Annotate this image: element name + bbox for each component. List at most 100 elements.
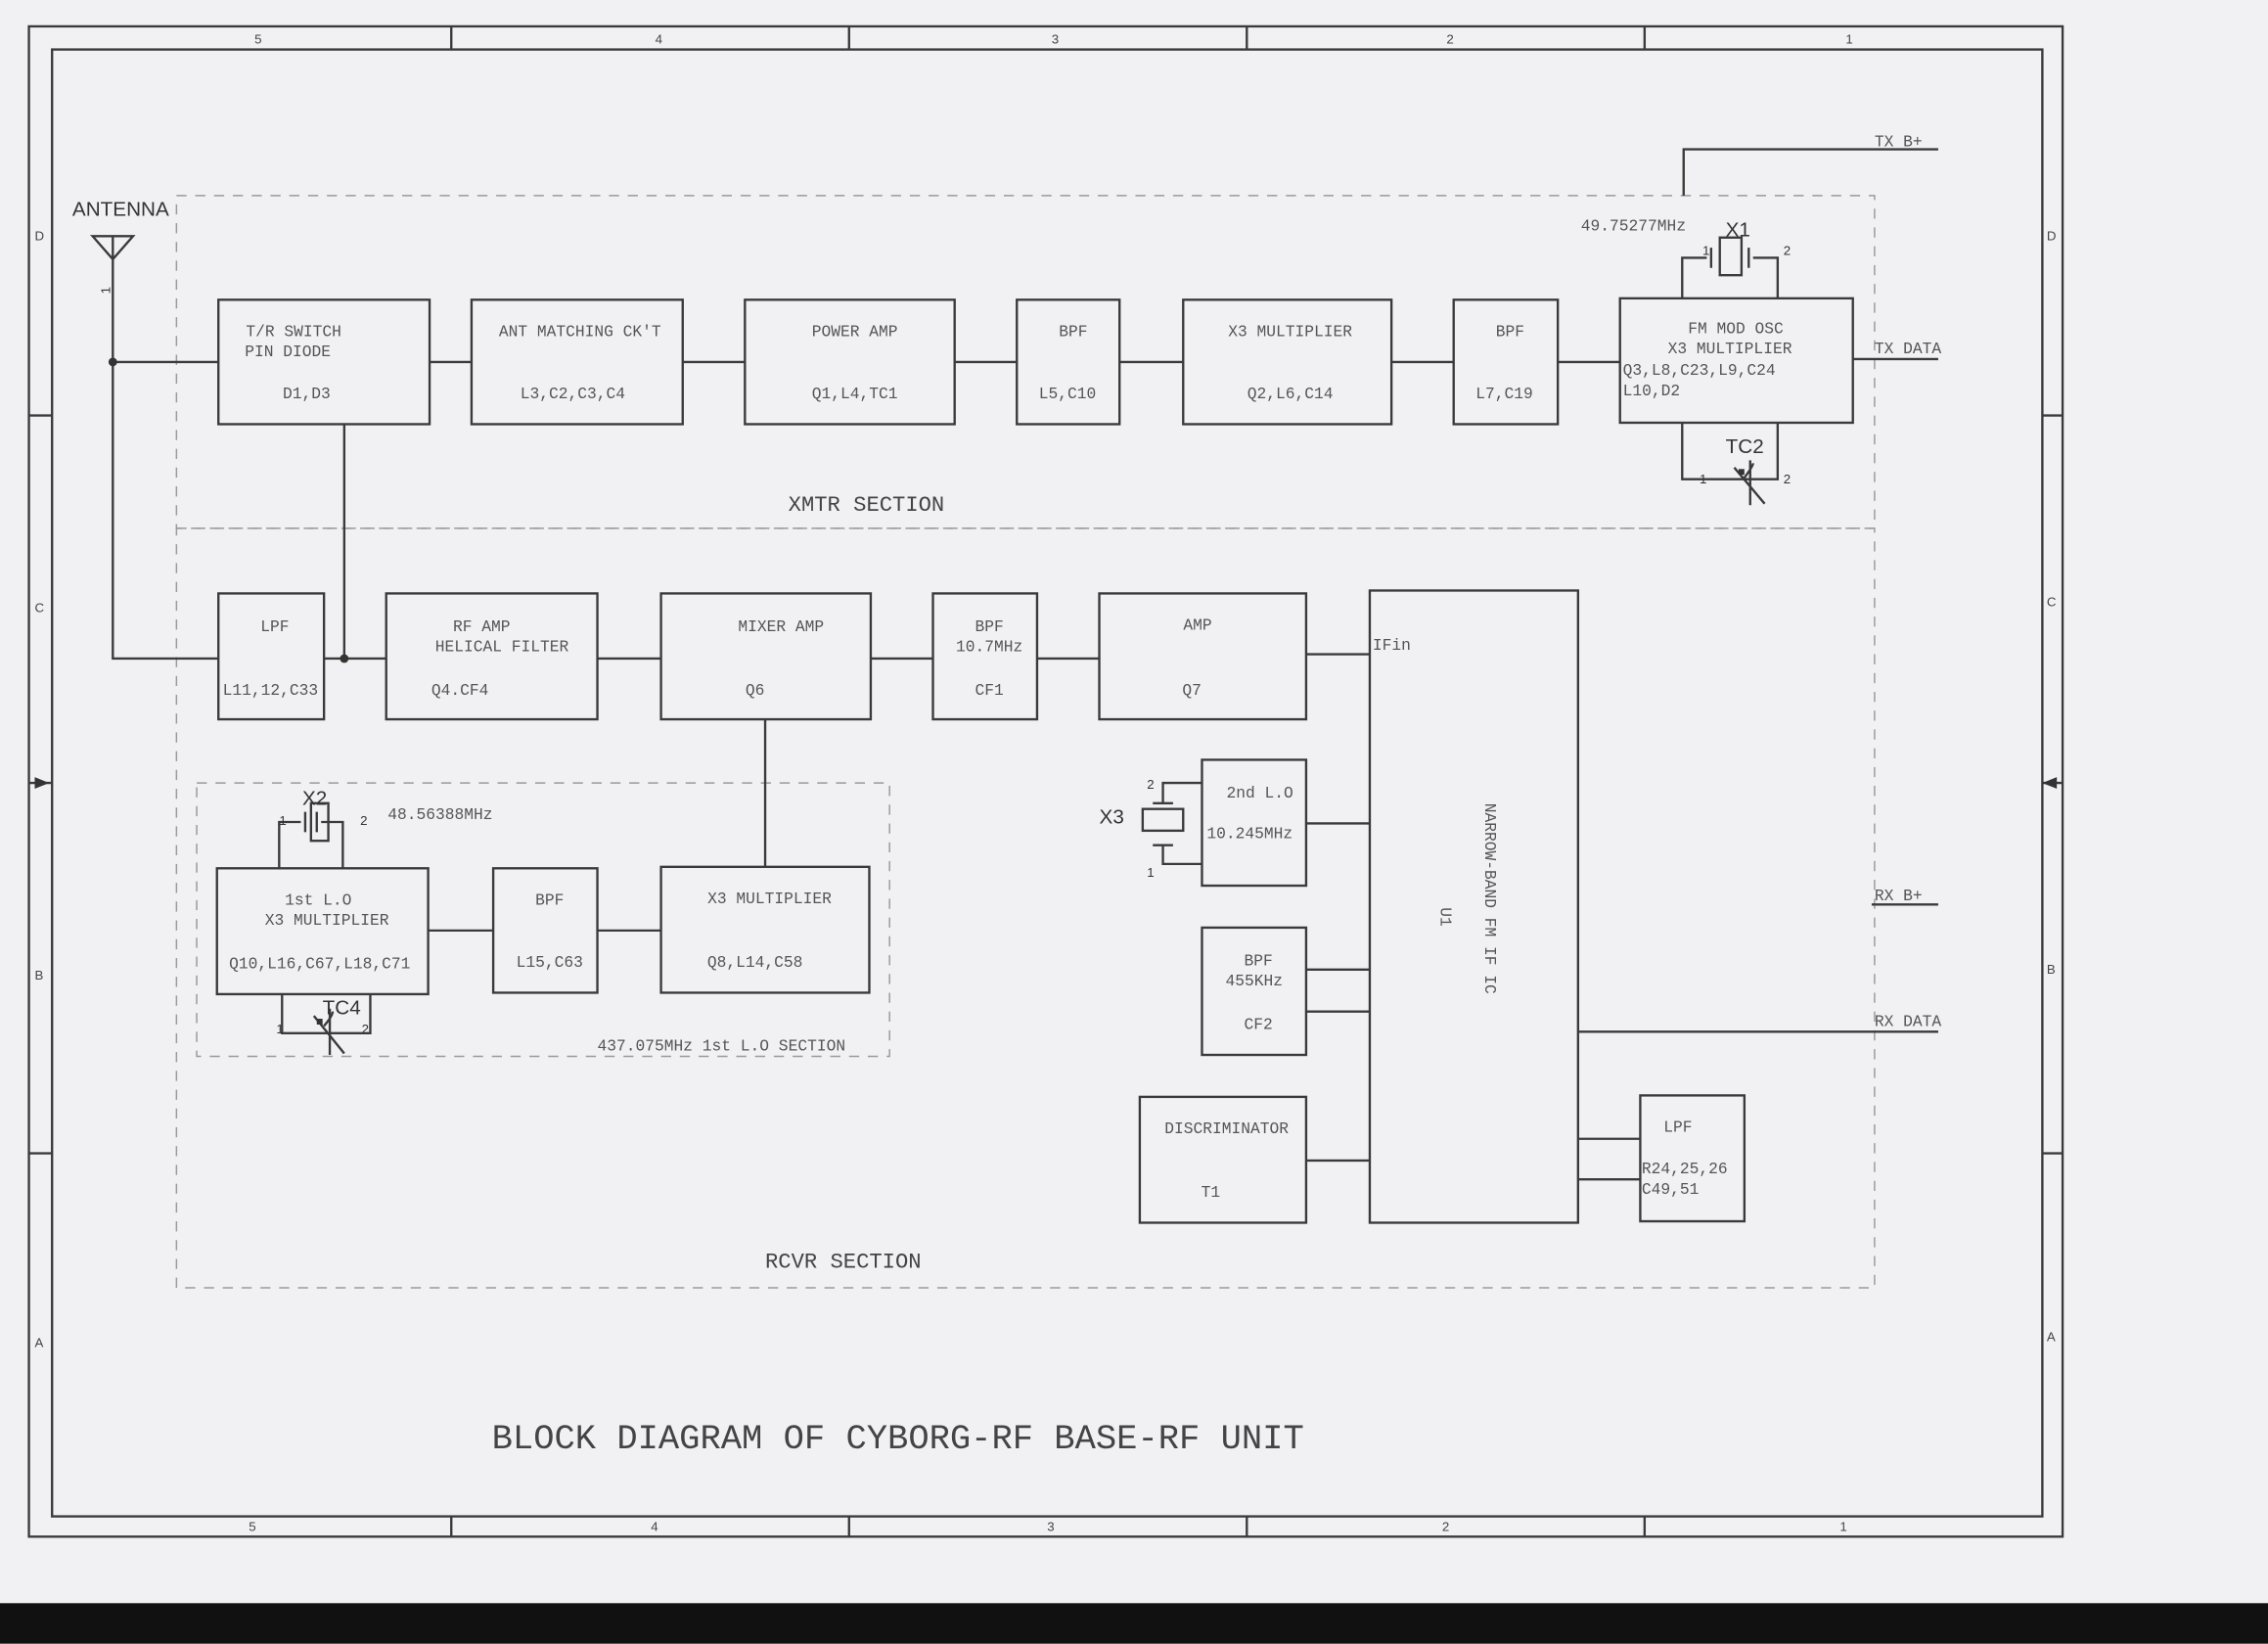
block-label: L15,C63 xyxy=(517,953,583,972)
lo-section-label: 437.075MHz 1st L.O SECTION xyxy=(598,1037,846,1056)
ifin-label: IFin xyxy=(1373,636,1411,655)
xmtr-section-label: XMTR SECTION xyxy=(789,493,945,518)
block-label: X3 MULTIPLIER xyxy=(1228,322,1352,341)
block-label: 455KHz xyxy=(1225,972,1283,990)
block-label: CF1 xyxy=(975,681,1004,700)
block-if-ic-u1: NARROW-BAND FM IF IC U1 IFin xyxy=(1368,589,1580,1224)
zone-row-c-right: C xyxy=(2047,595,2057,610)
block-label: BPF xyxy=(1496,322,1524,341)
zone-col-3: 3 xyxy=(1052,32,1059,47)
block-lpf-rx: LPF L11,12,C33 xyxy=(217,592,326,721)
zone-col-5: 5 xyxy=(254,32,261,47)
zone-row-c: C xyxy=(34,601,44,616)
block-mixer-amp: MIXER AMP Q6 xyxy=(659,592,873,721)
zone-row-b: B xyxy=(34,968,43,982)
block-label: AMP xyxy=(1183,616,1211,634)
diagram-title: BLOCK DIAGRAM OF CYBORG-RF BASE-RF UNIT xyxy=(492,1419,1304,1459)
block-label: Q3,L8,C23,L9,C24 xyxy=(1623,361,1776,380)
block-x3-multiplier-tx: X3 MULTIPLIER Q2,L6,C14 xyxy=(1182,298,1393,426)
block-label: Q4.CF4 xyxy=(431,681,489,700)
block-label: X3 MULTIPLIER xyxy=(707,890,832,908)
tx-b-plus-label: TX B+ xyxy=(1875,133,1923,152)
block-label: C49,51 xyxy=(1642,1180,1700,1199)
block-label: 2 xyxy=(1784,472,1791,486)
zone-col-3-bottom: 3 xyxy=(1047,1519,1054,1533)
block-label: BPF xyxy=(535,890,564,909)
zone-col-2: 2 xyxy=(1446,32,1453,47)
block-label: L5,C10 xyxy=(1039,385,1097,403)
block-label: LPF xyxy=(260,617,289,636)
wires xyxy=(324,148,1938,1181)
block-label: BPF xyxy=(1245,951,1273,970)
rcvr-section-label: RCVR SECTION xyxy=(765,1250,922,1274)
scan-border xyxy=(0,1603,2268,1644)
block-2nd-lo: 2nd L.O 10.245MHz xyxy=(1201,758,1308,888)
block-label: BPF xyxy=(975,617,1004,636)
zone-row-d-right: D xyxy=(2047,229,2057,244)
block-x3-multiplier-lo: X3 MULTIPLIER Q8,L14,C58 xyxy=(659,865,871,994)
block-label: L11,12,C33 xyxy=(223,681,319,700)
block-label: Q7 xyxy=(1182,681,1202,700)
block-rf-amp: RF AMP HELICAL FILTER Q4.CF4 xyxy=(385,592,599,721)
zone-col-5-bottom: 5 xyxy=(249,1519,255,1533)
block-label: 2 xyxy=(1147,777,1154,792)
block-label: Q1,L4,TC1 xyxy=(812,385,898,403)
block-label: PIN DIODE xyxy=(245,342,331,361)
block-label: L10,D2 xyxy=(1623,382,1681,400)
block-label: LPF xyxy=(1663,1118,1692,1136)
block-label: X3 xyxy=(1100,805,1124,828)
block-label: T1 xyxy=(1202,1183,1221,1202)
block-label: CF2 xyxy=(1245,1015,1273,1033)
block-label: Q8,L14,C58 xyxy=(707,953,803,972)
block-label: RF AMP xyxy=(453,617,511,636)
block-label: 2 xyxy=(1784,244,1791,258)
block-label: DISCRIMINATOR xyxy=(1164,1119,1289,1138)
block-label: Q6 xyxy=(746,681,765,700)
antenna-icon: ANTENNA 1 xyxy=(72,199,219,661)
block-label: BPF xyxy=(1059,322,1087,341)
block-discriminator: DISCRIMINATOR T1 xyxy=(1138,1095,1308,1224)
block-label: 1 xyxy=(1700,472,1706,486)
block-label: 1 xyxy=(1147,865,1154,880)
block-bpf-lo: BPF L15,C63 xyxy=(491,867,599,994)
block-label: X3 MULTIPLIER xyxy=(1668,340,1792,358)
block-label: L7,C19 xyxy=(1475,385,1533,403)
block-label: 10.245MHz xyxy=(1206,824,1293,843)
zone-row-a-right: A xyxy=(2047,1330,2056,1345)
rcvr-section-outline xyxy=(175,527,1876,1289)
zone-row-b-right: B xyxy=(2047,962,2056,977)
block-label: T/R SWITCH xyxy=(246,322,341,341)
block-label: POWER AMP xyxy=(812,322,898,341)
block-label: X3 MULTIPLIER xyxy=(265,911,389,930)
block-label: HELICAL FILTER xyxy=(435,638,569,657)
block-label: Q2,L6,C14 xyxy=(1247,385,1334,403)
block-label: 1st L.O xyxy=(285,890,351,909)
block-label: X1 xyxy=(1726,218,1750,241)
drawing-frame: 5 4 3 2 1 5 4 3 2 1 D C B A D C B A xyxy=(27,24,2064,1538)
lo-section-outline xyxy=(196,782,890,1058)
block-label: R24,25,26 xyxy=(1642,1160,1728,1178)
block-label: TC4 xyxy=(323,997,361,1020)
zone-col-4: 4 xyxy=(656,32,662,47)
rx-data-label: RX DATA xyxy=(1875,1012,1942,1030)
block-label: U1 xyxy=(1435,907,1454,927)
block-label: MIXER AMP xyxy=(738,617,824,636)
block-power-amp: POWER AMP Q1,L4,TC1 xyxy=(744,298,956,426)
block-label: 2nd L.O xyxy=(1226,784,1293,802)
block-ant-matching: ANT MATCHING CK'TL3,C2,C3,C4 xyxy=(470,298,684,426)
block-label: 1 xyxy=(279,813,286,828)
antenna-label: ANTENNA xyxy=(72,199,169,221)
crystal-x1-icon: X1 1 2 xyxy=(1681,218,1791,298)
tx-data-label: TX DATA xyxy=(1875,340,1942,358)
block-label: NARROW-BAND FM IF IC xyxy=(1480,803,1499,994)
block-label: 1 xyxy=(1702,244,1709,258)
zone-col-2-bottom: 2 xyxy=(1442,1519,1449,1533)
